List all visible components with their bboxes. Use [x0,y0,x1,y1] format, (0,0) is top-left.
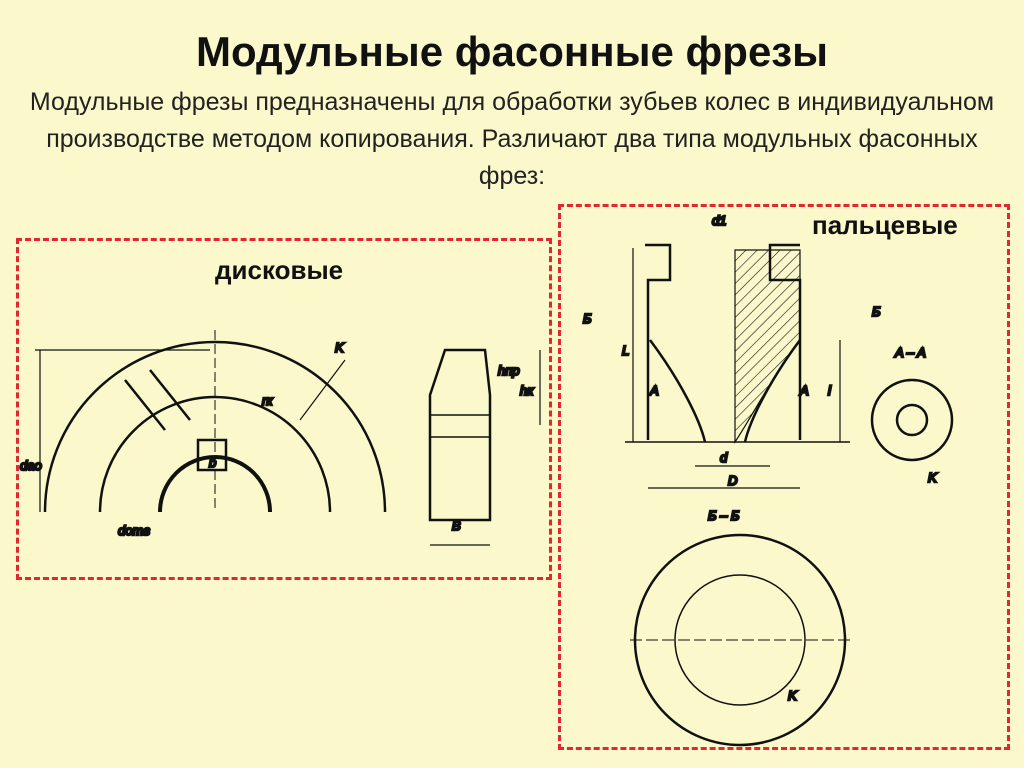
dim-rk: rк [262,393,273,408]
section-title-AA: A – A [894,345,926,360]
dim-L: L [622,343,629,358]
dim-b: b [209,455,216,470]
dim-hpr: hпр [498,363,520,378]
disk-cutter-label: дисковые [215,255,344,285]
disk-cutter-drawing: dao dотв b B K rк hпр hк [19,330,541,546]
finger-cutter-drawing: d1 d D L l Б Б A A A – A Б – Б K K [582,212,954,747]
dim-d1: d1 [712,213,726,228]
slide-subtitle: Модульные фрезы предназначены для обрабо… [29,88,995,190]
dim-D: D [728,473,737,488]
finger-cutter-label: пальцевые [812,210,958,240]
dim-d: d [720,450,728,465]
dim-K-BB: K [788,688,798,703]
slide-title: Модульные фасонные фрезы [195,28,829,75]
section-mark-A-left: A [649,383,659,398]
finger-cutter-frame [558,204,1010,750]
section-mark-B-right: Б [872,304,881,319]
section-mark-B-left: Б [583,311,592,326]
dim-damd: dотв [118,523,150,538]
dim-l: l [828,383,832,398]
dim-dao: dao [20,458,42,473]
dim-K-AA: K [928,470,938,485]
dim-B: B [452,518,461,533]
disk-cutter-frame [16,238,552,580]
section-mark-A-right: A [799,383,809,398]
dim-hk: hк [520,383,534,398]
section-title-BB: Б – Б [708,508,740,523]
dim-K: K [335,340,345,355]
